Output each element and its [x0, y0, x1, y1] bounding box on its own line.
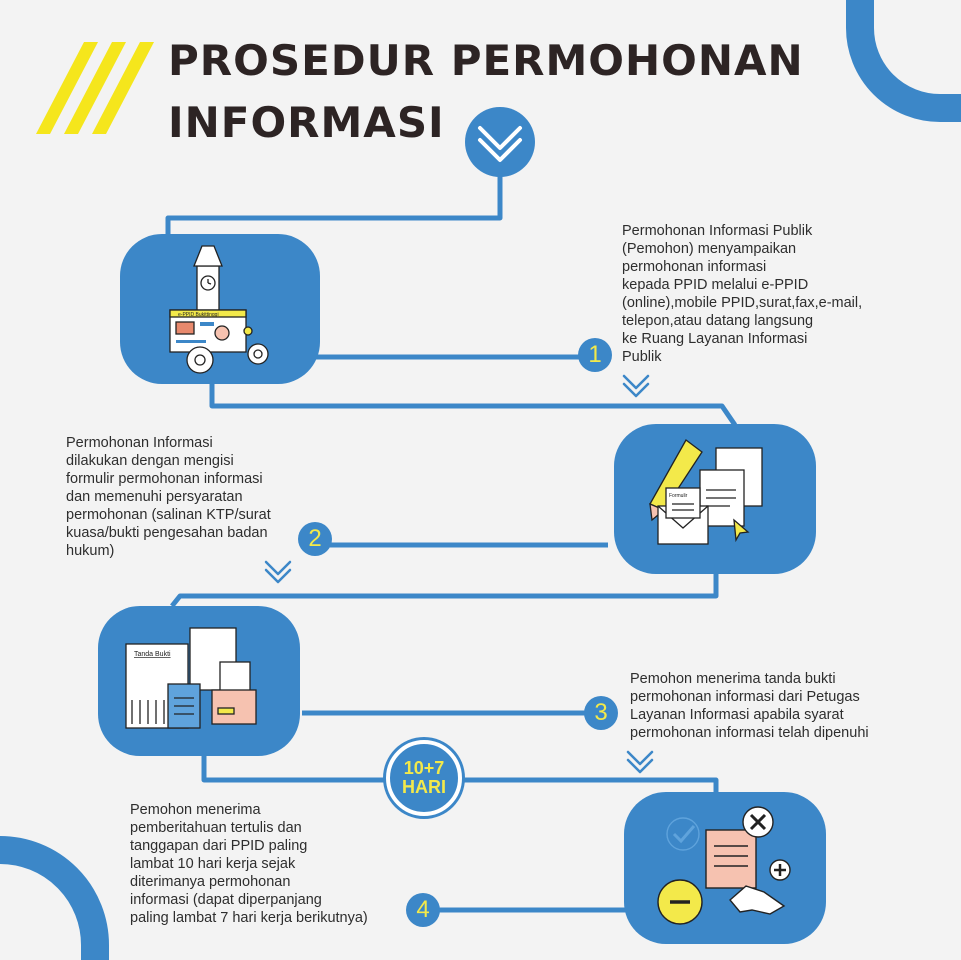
step-1-number: 1	[578, 338, 612, 372]
step-1-card	[120, 234, 320, 384]
clock-tower-website-icon	[169, 245, 269, 374]
duration-badge: 10+7 HARI	[386, 740, 462, 816]
step-1-description: Permohonan Informasi Publik (Pemohon) me…	[622, 223, 863, 365]
chevron-down-icon	[622, 374, 650, 398]
step-3-number: 3	[584, 696, 618, 730]
start-circle	[465, 107, 535, 177]
receipt-documents-icon	[125, 627, 257, 729]
title-line-2: INFORMASI	[168, 98, 445, 147]
flow-path	[165, 170, 738, 913]
chevron-down-icon	[478, 126, 522, 162]
chevron-down-icon	[626, 750, 654, 774]
step-4-description: Pemohon menerima pemberitahuan tertulis …	[130, 802, 368, 926]
title-line-1: PROSEDUR PERMOHONAN	[168, 36, 804, 85]
handshake-approval-icon	[657, 806, 791, 925]
duration-badge-unit: HARI	[402, 777, 446, 797]
chevron-down-icon	[264, 560, 292, 584]
corner-arc-bottom-left	[0, 836, 109, 960]
page-title: PROSEDUR PERMOHONAN INFORMASI	[168, 30, 804, 154]
form-pencil-envelope-icon	[649, 439, 763, 545]
icon-label: Formulir	[669, 493, 688, 499]
step-2-number: 2	[298, 522, 332, 556]
step-2-description: Permohonan Informasi dilakukan dengan me…	[66, 435, 271, 559]
title-slashes	[36, 42, 154, 134]
icon-label: e-PPID Bukittinggi	[178, 312, 219, 318]
duration-badge-days: 10+7	[403, 758, 445, 778]
step-3-description: Pemohon menerima tanda bukti permohonan …	[630, 671, 869, 741]
icon-label: Tanda Bukti	[134, 651, 171, 658]
corner-arc-top-right	[846, 0, 961, 122]
step-4-number: 4	[406, 893, 440, 927]
